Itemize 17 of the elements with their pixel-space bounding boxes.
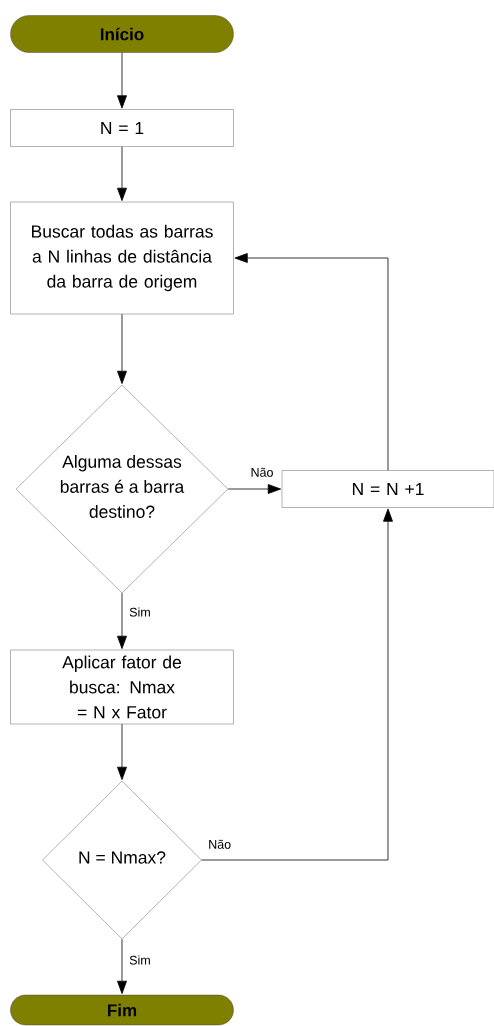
arrow (227, 484, 281, 494)
arrow (117, 313, 127, 384)
edge-label: Não (249, 466, 275, 478)
process-box: Buscar todas as barras a N linhas de distância da barra de origem (10, 201, 234, 315)
process-box: Aplicar fator de busca: Nmax = N x Fator (10, 649, 234, 725)
process-box: N = N +1 (281, 470, 494, 508)
edge-label: Não (207, 838, 233, 850)
arrow (201, 508, 393, 861)
arrow (234, 253, 389, 471)
arrow (117, 723, 127, 780)
arrow (117, 52, 127, 109)
arrow (117, 146, 127, 201)
arrow (117, 938, 127, 994)
edge-label: Sim (128, 606, 152, 618)
edge-label: Sim (128, 954, 152, 966)
arrow (117, 592, 127, 649)
process-box: N = 1 (10, 109, 234, 147)
